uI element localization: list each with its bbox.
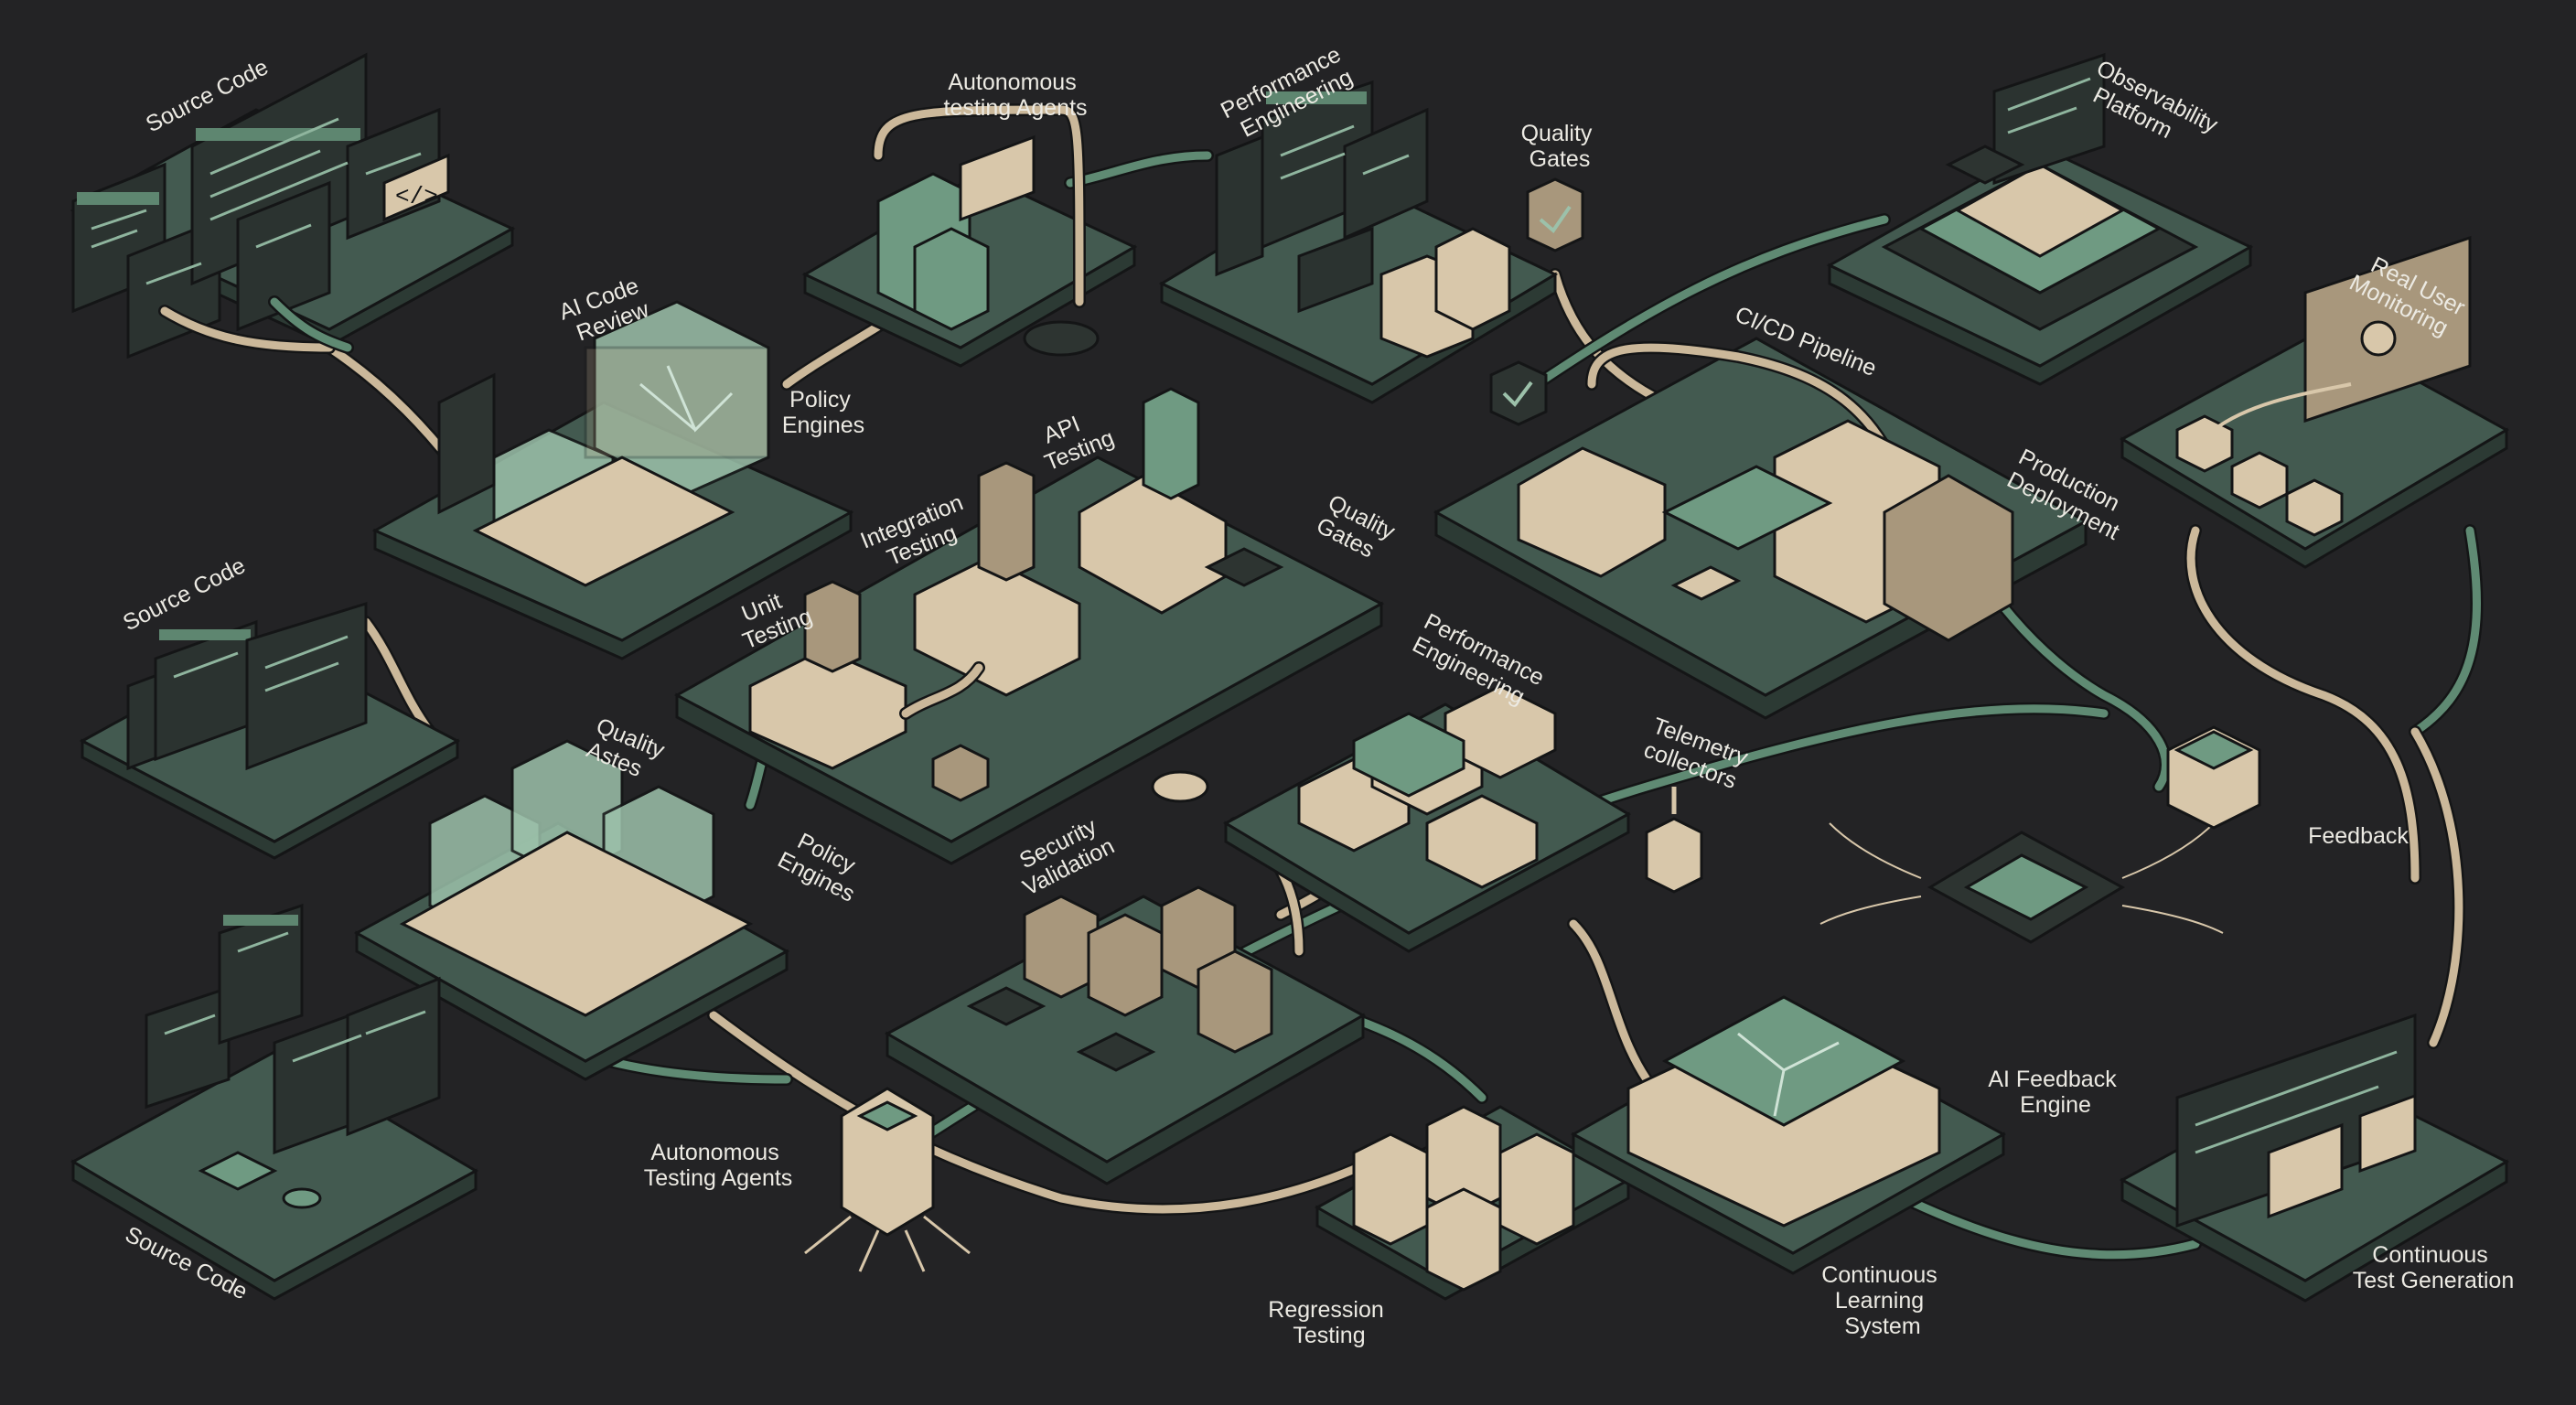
label-policy-engines-1: Policy Engines: [782, 387, 864, 438]
feedback-node: [2168, 727, 2259, 828]
qg-top-line-1: Quality: [1521, 121, 1593, 146]
agents-top-line-1: Autonomous: [948, 70, 1076, 95]
policy-1-line-2: Engines: [782, 413, 864, 438]
code-tag: </>: [395, 183, 438, 210]
label-autonomous-agents-top: Autonomous testing Agents: [943, 70, 1087, 121]
policy-1-line-1: Policy: [789, 387, 851, 413]
tg-line-1: Continuous: [2372, 1242, 2487, 1268]
qg-top-line-2: Gates: [1530, 146, 1591, 172]
reg-line-1: Regression: [1268, 1297, 1383, 1323]
agents-top-line-2: testing Agents: [943, 95, 1087, 121]
aif-line-2: Engine: [2020, 1092, 2091, 1118]
cl-line-3: System: [1844, 1314, 1920, 1339]
agents-bot-line-1: Autonomous: [650, 1140, 778, 1165]
reg-line-2: Testing: [1293, 1323, 1365, 1348]
label-quality-gates-top: Quality Gates: [1521, 121, 1599, 172]
label-test-generation: Continuous Test Generation: [2353, 1242, 2515, 1293]
label-autonomous-agents-bottom: Autonomous Testing Agents: [644, 1140, 793, 1191]
label-feedback: Feedback: [2308, 823, 2409, 849]
cl-line-1: Continuous: [1821, 1262, 1937, 1288]
agents-bot-line-2: Testing Agents: [644, 1165, 793, 1191]
cl-line-2: Learning: [1835, 1288, 1924, 1314]
tg-line-2: Test Generation: [2353, 1268, 2515, 1293]
aif-line-1: AI Feedback: [1988, 1067, 2117, 1092]
